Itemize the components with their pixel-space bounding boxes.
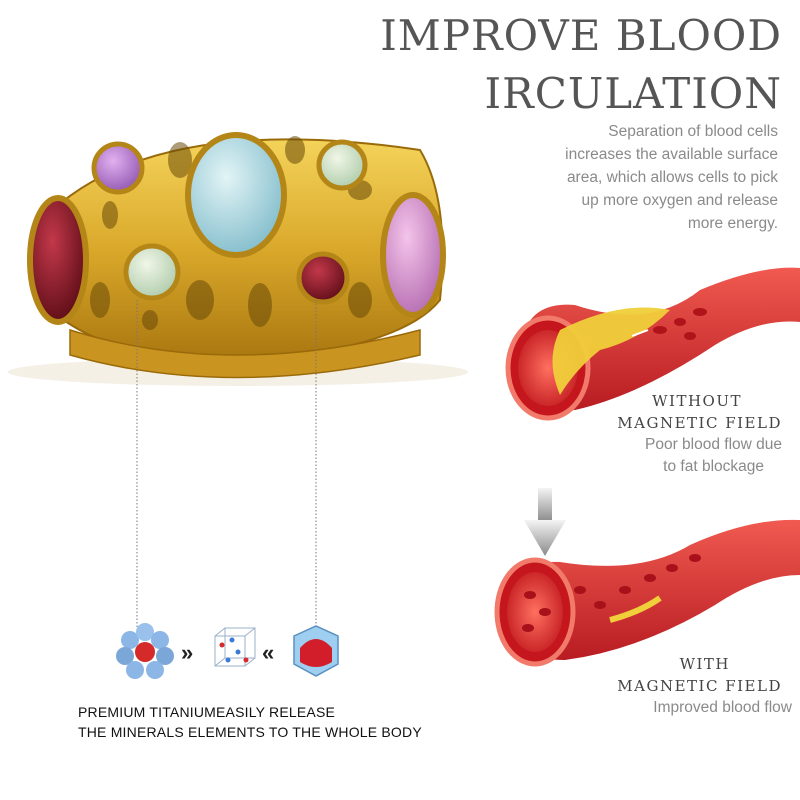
bottom-caption: PREMIUM TITANIUMEASILY RELEASE THE MINER… <box>78 702 422 742</box>
hexagon-crystal-icon <box>293 625 339 677</box>
without-field-label: WITHOUT MAGNETIC FIELD Poor blood flow d… <box>582 390 782 478</box>
garnet-large <box>27 195 89 325</box>
cluster-molecule-icon <box>116 623 174 679</box>
description-line: increases the available surface <box>565 146 778 163</box>
headline-line-2: IRCULATION <box>484 69 782 118</box>
headline-line-1: IMPROVE BLOOD <box>380 11 782 60</box>
description-text: Separation of blood cells increases the … <box>448 120 778 235</box>
garnet-small <box>296 251 350 305</box>
process-arrow-left: « <box>262 640 275 665</box>
gemstone-ring-image <box>8 132 468 386</box>
description-line: more energy. <box>687 215 778 232</box>
with-field-label: WITH MAGNETIC FIELD Improved blood flow <box>582 653 792 719</box>
peridot-left <box>123 243 181 301</box>
callout-lines <box>136 300 317 640</box>
without-title-2: MAGNETIC FIELD <box>617 414 782 432</box>
with-title: WITH <box>679 655 730 673</box>
healthy-artery-illustration <box>494 519 800 667</box>
bottom-caption-line: PREMIUM TITANIUMEASILY RELEASE <box>78 704 336 720</box>
description-line: area, which allows cells to pick <box>566 169 778 186</box>
without-subtitle-2: to fat blockage <box>663 458 764 475</box>
transition-arrow-icon <box>524 488 566 556</box>
process-arrow-right: » <box>181 640 194 665</box>
bottom-caption-line: THE MINERALS ELEMENTS TO THE WHOLE BODY <box>78 724 422 740</box>
amethyst-small <box>91 141 145 195</box>
with-subtitle: Improved blood flow <box>653 699 792 716</box>
blocked-artery-illustration <box>505 267 800 421</box>
pink-amethyst-oval <box>380 192 446 318</box>
without-title: WITHOUT <box>652 392 742 410</box>
peridot-top <box>316 139 368 191</box>
with-title-2: MAGNETIC FIELD <box>617 677 782 695</box>
description-line: up more oxygen and release <box>581 192 778 209</box>
lattice-icon <box>214 627 256 667</box>
description-line: Separation of blood cells <box>608 123 778 140</box>
aquamarine-oval <box>185 132 287 258</box>
without-subtitle: Poor blood flow due <box>644 436 782 453</box>
